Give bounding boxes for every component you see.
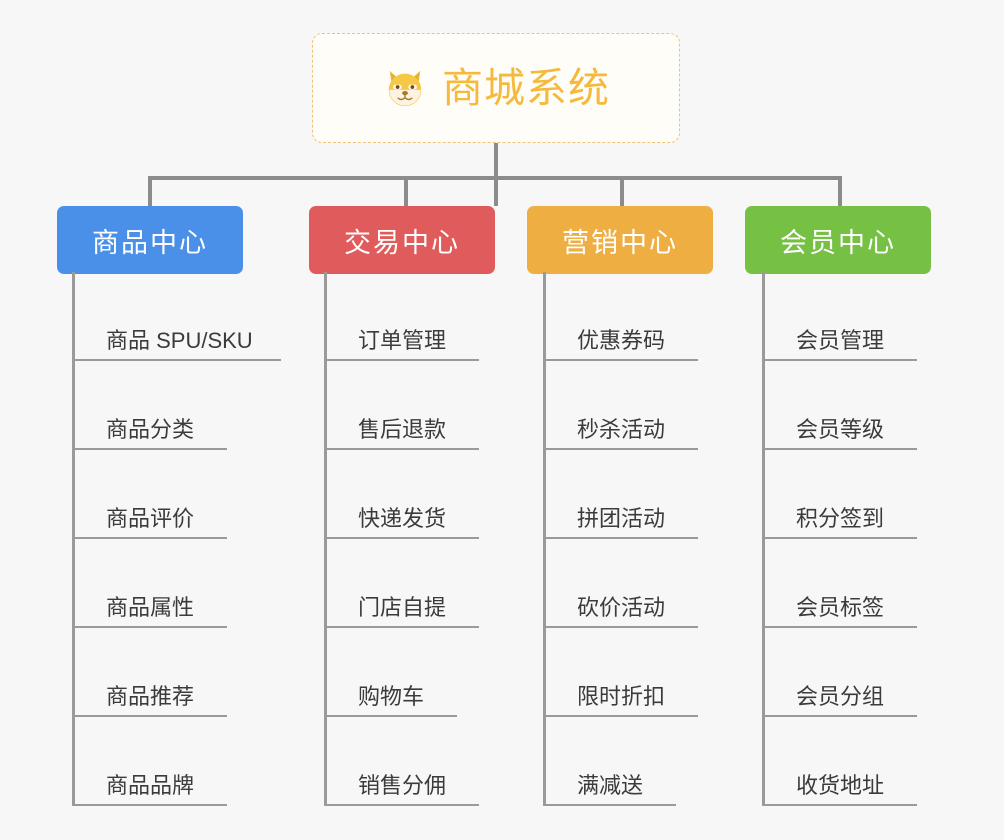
list-item[interactable]: 会员管理 <box>762 272 917 361</box>
list-item[interactable]: 会员标签 <box>762 539 917 628</box>
shiba-dog-face-icon <box>382 65 428 111</box>
leaf-label: 商品 SPU/SKU <box>106 328 253 353</box>
column-spine-2 <box>324 272 327 806</box>
column-spine-4 <box>762 272 765 806</box>
list-item[interactable]: 会员等级 <box>762 361 917 450</box>
leaf-column-4: 会员管理 会员等级 积分签到 会员标签 会员分组 收货地址 <box>762 272 917 806</box>
leaf-label: 商品品牌 <box>106 773 195 798</box>
list-item[interactable]: 快递发货 <box>324 450 479 539</box>
leaf-underline <box>765 359 917 361</box>
leaf-underline <box>75 715 227 717</box>
list-item[interactable]: 商品推荐 <box>72 628 253 717</box>
list-item[interactable]: 商品品牌 <box>72 717 253 806</box>
category-box-2[interactable]: 交易中心 <box>309 206 495 274</box>
list-item[interactable]: 优惠券码 <box>543 272 698 361</box>
leaf-underline <box>75 537 227 539</box>
leaf-label: 砍价活动 <box>577 595 666 620</box>
leaf-underline <box>327 448 479 450</box>
leaf-underline <box>546 626 698 628</box>
leaf-label: 优惠券码 <box>577 328 666 353</box>
leaf-underline <box>75 804 227 806</box>
column-spine-3 <box>543 272 546 806</box>
leaf-underline <box>765 715 917 717</box>
column-spine-1 <box>72 272 75 806</box>
connector-drop-4 <box>838 176 842 206</box>
leaf-label: 会员标签 <box>796 595 885 620</box>
category-title-2: 交易中心 <box>344 227 460 258</box>
leaf-column-2: 订单管理 售后退款 快递发货 门店自提 购物车 销售分佣 <box>324 272 479 806</box>
leaf-underline <box>765 804 917 806</box>
list-item[interactable]: 满减送 <box>543 717 676 806</box>
leaf-column-3: 优惠券码 秒杀活动 拼团活动 砍价活动 限时折扣 满减送 <box>543 272 698 806</box>
leaf-label: 门店自提 <box>358 595 447 620</box>
connector-root-stem <box>494 143 498 206</box>
leaf-label: 拼团活动 <box>577 506 666 531</box>
connector-drop-3 <box>620 176 624 206</box>
leaf-label: 积分签到 <box>796 506 885 531</box>
leaf-underline <box>546 804 676 806</box>
list-item[interactable]: 会员分组 <box>762 628 917 717</box>
category-box-4[interactable]: 会员中心 <box>745 206 931 274</box>
category-title-1: 商品中心 <box>92 227 208 258</box>
list-item[interactable]: 订单管理 <box>324 272 479 361</box>
leaf-label: 商品属性 <box>106 595 195 620</box>
leaf-label: 秒杀活动 <box>577 417 666 442</box>
connector-horizontal-bus <box>150 176 842 180</box>
list-item[interactable]: 商品分类 <box>72 361 253 450</box>
leaf-underline <box>327 359 479 361</box>
leaf-label: 销售分佣 <box>358 773 447 798</box>
leaf-underline <box>75 359 281 361</box>
list-item[interactable]: 门店自提 <box>324 539 479 628</box>
leaf-label: 限时折扣 <box>577 684 666 709</box>
leaf-label: 商品推荐 <box>106 684 195 709</box>
list-item[interactable]: 积分签到 <box>762 450 917 539</box>
leaf-label: 会员管理 <box>796 328 885 353</box>
leaf-label: 商品分类 <box>106 417 195 442</box>
leaf-underline <box>327 715 457 717</box>
leaf-underline <box>765 626 917 628</box>
category-title-4: 会员中心 <box>780 227 896 258</box>
leaf-label: 订单管理 <box>358 328 447 353</box>
leaf-label: 会员分组 <box>796 684 885 709</box>
leaf-underline <box>546 359 698 361</box>
leaf-underline <box>327 804 479 806</box>
connector-drop-2 <box>404 176 408 206</box>
category-title-3: 营销中心 <box>562 227 678 258</box>
category-box-1[interactable]: 商品中心 <box>57 206 243 274</box>
leaf-label: 满减送 <box>577 773 644 798</box>
list-item[interactable]: 销售分佣 <box>324 717 479 806</box>
leaf-label: 购物车 <box>358 684 425 709</box>
leaf-underline <box>75 626 227 628</box>
list-item[interactable]: 限时折扣 <box>543 628 698 717</box>
leaf-label: 商品评价 <box>106 506 195 531</box>
leaf-underline <box>327 626 479 628</box>
leaf-underline <box>765 448 917 450</box>
root-node-title: 商城系统 <box>442 64 610 111</box>
category-box-3[interactable]: 营销中心 <box>527 206 713 274</box>
list-item[interactable]: 秒杀活动 <box>543 361 698 450</box>
leaf-label: 收货地址 <box>796 773 885 798</box>
leaf-underline <box>546 448 698 450</box>
leaf-label: 快递发货 <box>358 506 447 531</box>
list-item[interactable]: 拼团活动 <box>543 450 698 539</box>
list-item[interactable]: 商品 SPU/SKU <box>72 272 281 361</box>
list-item[interactable]: 售后退款 <box>324 361 479 450</box>
list-item[interactable]: 商品属性 <box>72 539 253 628</box>
leaf-underline <box>765 537 917 539</box>
leaf-column-1: 商品 SPU/SKU 商品分类 商品评价 商品属性 商品推荐 商品品牌 <box>72 272 281 806</box>
leaf-underline <box>546 715 698 717</box>
leaf-underline <box>327 537 479 539</box>
leaf-underline <box>75 448 227 450</box>
root-node-card[interactable]: 商城系统 <box>312 33 680 143</box>
list-item[interactable]: 收货地址 <box>762 717 917 806</box>
list-item[interactable]: 购物车 <box>324 628 457 717</box>
leaf-label: 售后退款 <box>358 417 447 442</box>
leaf-underline <box>546 537 698 539</box>
list-item[interactable]: 砍价活动 <box>543 539 698 628</box>
connector-drop-1 <box>148 176 152 206</box>
list-item[interactable]: 商品评价 <box>72 450 253 539</box>
leaf-label: 会员等级 <box>796 417 885 442</box>
